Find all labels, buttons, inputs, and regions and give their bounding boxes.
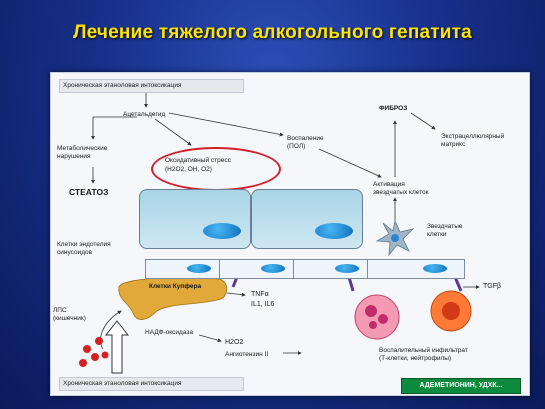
stellate-activation-label: Активация звездчатых клеток [373, 181, 429, 196]
endothelial-nucleus [187, 264, 211, 273]
infiltrate-label: Воспалительный инфильтрат (Т-клетки, ней… [379, 347, 468, 362]
oxidative-formula: (Н2О2, ОН, О2) [165, 166, 212, 173]
il-label: IL1, IL6 [251, 301, 275, 308]
nadph-label: НАДФ-оксидаза [145, 329, 193, 336]
diagram-panel: Хроническая этаноловая интоксикация Ацет… [50, 72, 530, 396]
connector-arrows [79, 93, 480, 374]
hepatocyte-cell [251, 189, 363, 249]
hepatocyte-cell [139, 189, 251, 249]
fibrosis-label: ФИБРОЗ [379, 105, 408, 112]
slide-title: Лечение тяжелого алкогольного гепатита [73, 22, 472, 43]
hepatocyte-nucleus [315, 223, 353, 239]
inflammation-label: Воспаление (ПОЛ) [287, 135, 324, 150]
stellate-cells-label: Звездчатые клетки [427, 223, 463, 238]
oxidative-title: Оксидативный стресс [165, 157, 231, 164]
angiotensin-label: Ангиотензин II [225, 351, 269, 358]
endothelial-nucleus [335, 264, 359, 273]
matrix-label: Экстрацеллюлярный матрикс [441, 133, 505, 148]
steatosis-label: СТЕАТОЗ [69, 187, 109, 197]
endothelial-cell [367, 259, 465, 279]
hepatocyte-nucleus [203, 223, 241, 239]
top-intoxication-bar: Хроническая этаноловая интоксикация [59, 79, 244, 93]
metabolic-label: Метаболические нарушения [57, 145, 108, 160]
lps-label: ЛПС (кишечник) [53, 307, 86, 322]
h2o2-label: H2O2 [225, 339, 244, 346]
tgf-label: TGFβ [483, 283, 502, 290]
acetaldehyde-label: Ацетальдегид [123, 111, 166, 118]
endothelial-nucleus [261, 264, 285, 273]
sinusoid-cells-label: Клетки эндотелия синусоидов [57, 241, 111, 256]
kupffer-label: Клетки Купфера [149, 283, 202, 290]
endothelial-nucleus [423, 264, 447, 273]
tnf-label: TNFα [251, 291, 269, 298]
treatment-button[interactable]: АДЕМЕТИОНИН, УДХК... [401, 378, 521, 394]
bottom-intoxication-bar: Хроническая этаноловая интоксикация [59, 377, 244, 391]
